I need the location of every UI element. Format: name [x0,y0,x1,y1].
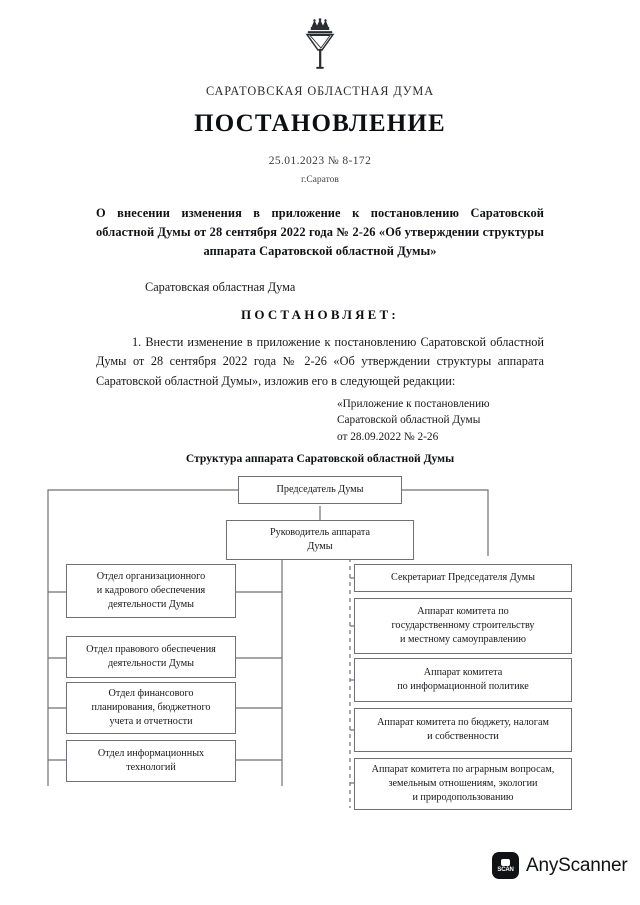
node-chairman-label: Председатель Думы [276,484,364,496]
body-subject: Саратовская областная Дума [145,280,296,294]
emblem-container [0,18,640,85]
node-left-3: Отдел финансового планирования, бюджетно… [66,682,236,734]
node-right-1-label: Секретариат Председателя Думы [391,572,535,584]
appendix-line-3: от 28.09.2022 № 2-26 [337,430,439,443]
node-head-of-staff-label: Руководитель аппарата Думы [270,527,370,552]
org-chart: Председатель Думы Руководитель аппарата … [40,468,600,810]
node-left-1: Отдел организационного и кадрового обесп… [66,564,236,618]
anyscanner-logo-icon: SCAN [492,852,519,879]
document-title: О внесении изменения в приложение к пост… [96,206,544,258]
node-left-1-label: Отдел организационного и кадрового обесп… [96,571,206,610]
node-right-1: Секретариат Председателя Думы [354,564,572,592]
node-right-2-label: Аппарат комитета по государственному стр… [391,606,535,645]
anyscanner-watermark: SCAN AnyScanner [492,852,628,879]
document-type-heading: ПОСТАНОВЛЕНИЕ [194,110,446,137]
node-right-2: Аппарат комитета по государственному стр… [354,598,572,654]
chart-title: Структура аппарата Саратовской областной… [185,452,455,465]
registration-line: 25.01.2023 № 8-172 [268,155,372,167]
node-right-5-label: Аппарат комитета по аграрным вопросам, з… [371,764,555,803]
node-head-of-staff: Руководитель аппарата Думы [226,520,414,560]
node-left-4: Отдел информационных технологий [66,740,236,782]
scan-badge-label: SCAN [497,866,514,873]
node-right-3-label: Аппарат комитета по информационной полит… [397,667,529,692]
body-paragraph-1: 1. Внести изменение в приложение к поста… [96,335,544,388]
organization-name: Саратовская областная дума [206,84,434,98]
node-left-2: Отдел правового обеспечения деятельности… [66,636,236,678]
appendix-reference: «Приложение к постановлению Саратовской … [337,396,490,445]
coat-of-arms-icon [297,18,343,80]
city-line: г.Саратов [301,175,339,185]
node-left-4-label: Отдел информационных технологий [97,748,205,773]
node-left-2-label: Отдел правового обеспечения деятельности… [86,644,216,669]
appendix-line-1: «Приложение к постановлению [337,398,490,410]
anyscanner-app-name: AnyScanner [526,854,628,876]
body-resolves-word: ПОСТАНОВЛЯЕТ: [241,307,399,322]
node-right-5: Аппарат комитета по аграрным вопросам, з… [354,758,572,810]
scan-glyph [501,858,510,866]
node-right-3: Аппарат комитета по информационной полит… [354,658,572,702]
node-chairman: Председатель Думы [238,476,402,504]
node-right-4-label: Аппарат комитета по бюджету, налогам и с… [377,717,549,742]
appendix-line-2: Саратовской областной Думы [337,414,481,427]
node-left-3-label: Отдел финансового планирования, бюджетно… [91,688,211,727]
node-right-4: Аппарат комитета по бюджету, налогам и с… [354,708,572,752]
